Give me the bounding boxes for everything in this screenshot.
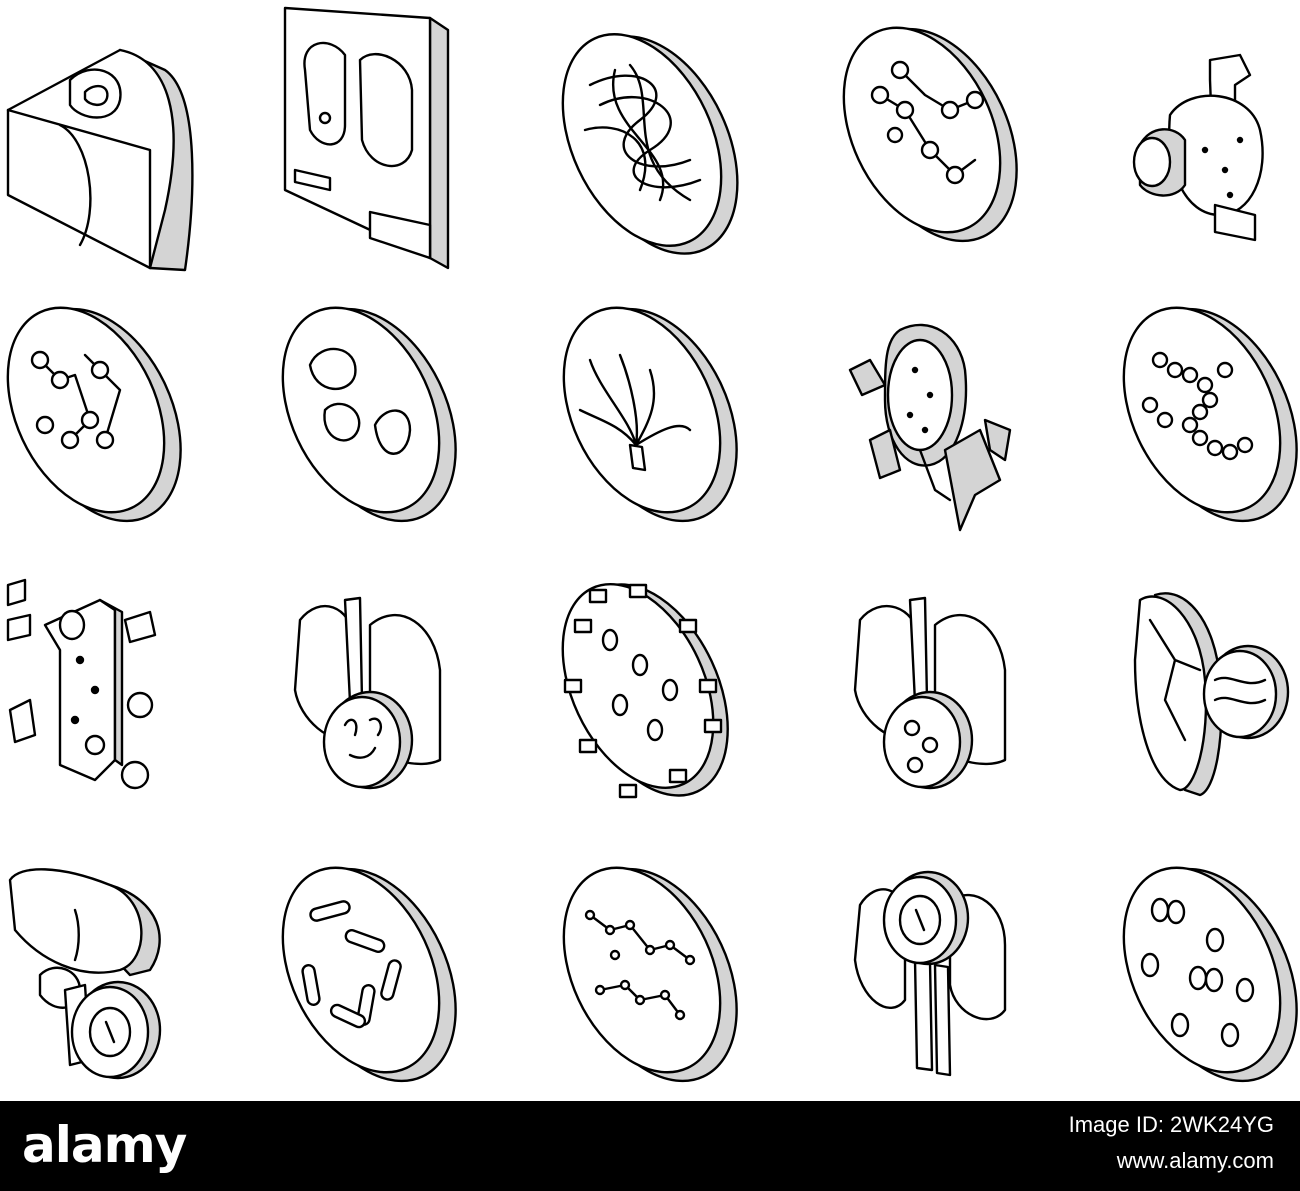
image-id-text: Image ID: 2WK24YG bbox=[1068, 1112, 1274, 1137]
bacilli-dish-icon bbox=[281, 866, 457, 1083]
watermark-meta: Image ID: 2WK24YG www.alamy.com bbox=[1069, 1107, 1274, 1179]
tissue-blobs-dish-icon bbox=[281, 306, 457, 523]
icon-sheet bbox=[6, 6, 1298, 1083]
bronchus-lung-icon bbox=[1132, 53, 1264, 242]
diplococci-dish-icon bbox=[6, 306, 182, 523]
round-cells-dish-icon bbox=[1122, 866, 1298, 1083]
streptococci-dish-icon bbox=[1122, 306, 1298, 523]
respiratory-system-body-icon bbox=[6, 578, 157, 790]
lungs-damaged-icon bbox=[293, 596, 442, 790]
lungs-cells-icon bbox=[853, 596, 1007, 790]
virus-particle-icon bbox=[561, 583, 729, 799]
watermark-bar: alamy Image ID: 2WK24YG www.alamy.com bbox=[0, 1101, 1300, 1191]
liver-lung-virus-icon bbox=[8, 868, 162, 1080]
chest-xray-film-icon bbox=[283, 6, 450, 270]
alamy-logo: alamy bbox=[22, 1116, 187, 1174]
worm-petri-dish-icon bbox=[561, 33, 739, 255]
kidneys-virus-icon bbox=[853, 870, 1007, 1077]
bronchial-tree-dish-icon bbox=[562, 306, 738, 523]
site-url-text: www.alamy.com bbox=[1116, 1148, 1274, 1173]
lung-nodule-section-icon bbox=[6, 48, 194, 272]
bacteria-chain-dish-icon bbox=[842, 26, 1018, 243]
tumor-cell-icon bbox=[848, 323, 1012, 532]
molecule-chains-dish-icon bbox=[562, 866, 738, 1083]
lung-lobe-cell-icon bbox=[1133, 592, 1290, 797]
